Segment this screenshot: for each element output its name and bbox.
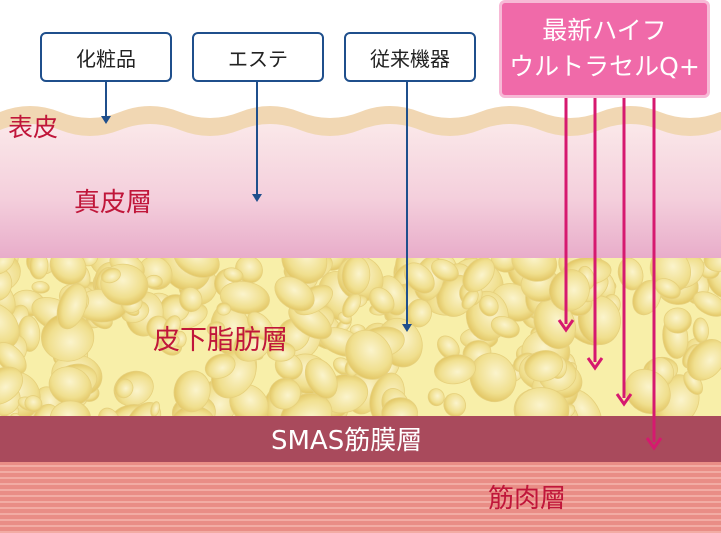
- epidermis-label: 表皮: [8, 113, 59, 142]
- fat-cell: [223, 267, 244, 283]
- fat-cell: [0, 342, 27, 375]
- dermis-layer: [0, 118, 721, 264]
- fat-cell: [345, 329, 393, 380]
- fat-cell: [703, 258, 721, 272]
- fat-cell: [434, 354, 476, 385]
- fat-cell: [173, 258, 220, 278]
- fat-cell: [427, 388, 445, 407]
- conventional-box: 従来機器: [344, 32, 476, 82]
- hifu-arrow-3: [615, 98, 633, 407]
- fat-cell: [692, 291, 721, 317]
- muscle-layer: [0, 462, 721, 533]
- fat-cell: [281, 258, 328, 284]
- fat-cell: [114, 378, 134, 399]
- fat-cell: [368, 287, 395, 315]
- fat-cell: [663, 307, 692, 334]
- hifu-label-line1: 最新ハイフ: [542, 16, 667, 45]
- dermis-label: 真皮層: [74, 188, 153, 218]
- fat-cell: [163, 315, 181, 338]
- conventional-label: 従来機器: [370, 46, 450, 71]
- fat-cell: [49, 400, 92, 418]
- fat-cell: [469, 352, 517, 403]
- fat-cell: [654, 278, 681, 300]
- fat-cell: [206, 321, 226, 337]
- fat-cell: [515, 387, 570, 418]
- fat-cell: [179, 286, 203, 313]
- fat-cell: [29, 258, 49, 280]
- fat-cell: [56, 283, 88, 330]
- fat-cell: [0, 366, 23, 405]
- fat-cell: [216, 302, 232, 316]
- smas-label: SMAS筋膜層: [271, 426, 423, 456]
- fat-cell: [247, 311, 274, 341]
- fat-cell: [268, 377, 301, 410]
- fat-cell: [548, 269, 590, 312]
- hifu-arrow-4: [645, 98, 663, 451]
- fat-cell: [204, 353, 236, 379]
- hifu-arrow-1: [557, 98, 575, 333]
- fat-cell: [24, 395, 43, 413]
- muscle-label: 筋肉層: [488, 484, 567, 514]
- conventional-arrow: [402, 82, 412, 332]
- esthe-box: エステ: [192, 32, 324, 82]
- fat-cell: [431, 259, 459, 282]
- cosmetics-label: 化粧品: [76, 46, 136, 71]
- fat-cell: [341, 258, 371, 295]
- fat-cell: [274, 276, 315, 312]
- smas-layer: [0, 416, 721, 463]
- fat-cell: [511, 258, 558, 282]
- fat-cell: [219, 281, 270, 315]
- hifu-arrow-2: [586, 98, 604, 371]
- fat-cell: [97, 407, 121, 418]
- fat-cell: [462, 258, 495, 293]
- fat-cell: [0, 258, 15, 275]
- cosmetics-arrow: [101, 82, 111, 124]
- fat-cell: [524, 350, 564, 382]
- fat-cell: [478, 295, 499, 317]
- fat-cell: [31, 281, 50, 294]
- muscle-stripes: [0, 465, 721, 533]
- hifu-arrows: [557, 98, 663, 451]
- fat-cell: [686, 338, 721, 381]
- fat-cell: [304, 358, 338, 399]
- fat-cell: [624, 368, 671, 415]
- fat-cell: [266, 341, 296, 362]
- esthe-arrow: [252, 82, 262, 202]
- fat-cell: [100, 267, 121, 284]
- fat-cell: [0, 302, 20, 350]
- cosmetics-box: 化粧品: [40, 32, 172, 82]
- fat-cell: [443, 393, 467, 417]
- esthe-label: エステ: [228, 46, 288, 71]
- hifu-box: 最新ハイフ ウルトラセルQ+: [499, 0, 710, 98]
- fat-label: 皮下脂肪層: [153, 325, 288, 356]
- fat-cell: [490, 316, 520, 339]
- fat-cell: [49, 258, 87, 285]
- fat-cells: [0, 258, 721, 418]
- fat-cell: [381, 397, 418, 418]
- hifu-label-line2: ウルトラセルQ+: [509, 52, 700, 81]
- epidermis-layer: [0, 106, 721, 136]
- fat-cell: [173, 370, 211, 413]
